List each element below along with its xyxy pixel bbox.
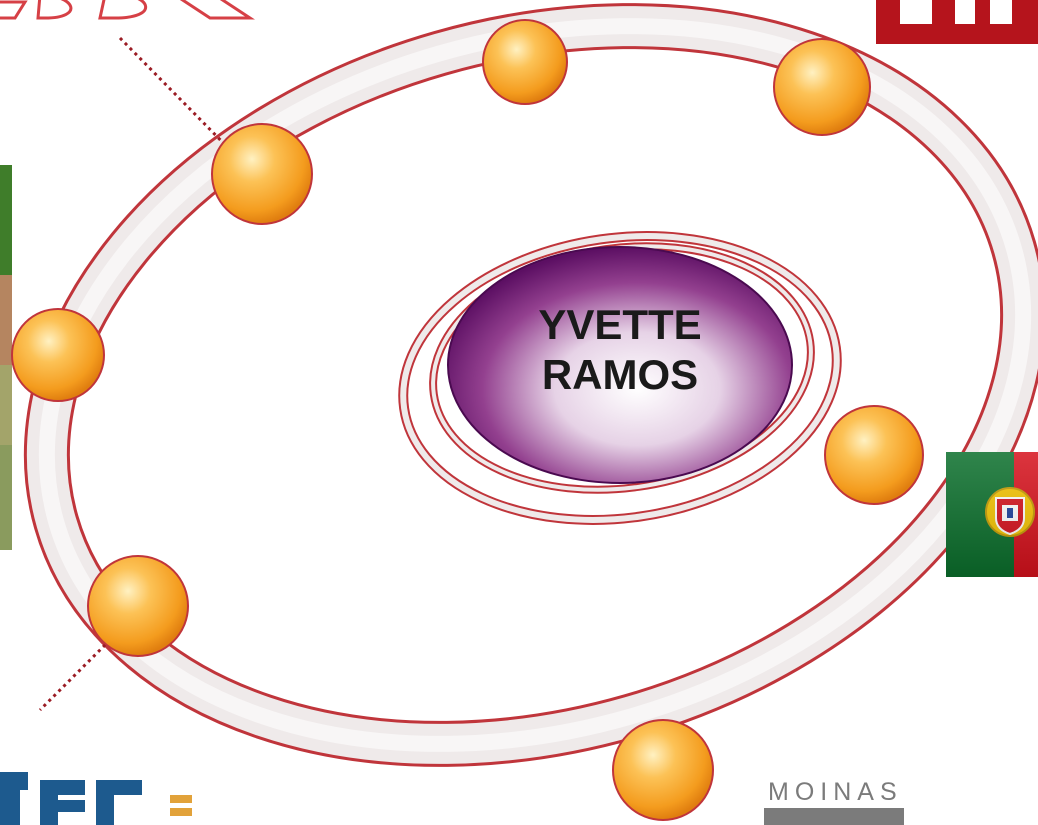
top-left-logo: [0, 0, 250, 18]
bottom-left-logo: [0, 772, 192, 825]
left-photo: [0, 165, 12, 550]
orbit-node: [613, 720, 713, 820]
orbit-node: [825, 406, 923, 504]
center-node: [448, 247, 792, 483]
orbit-node: [12, 309, 104, 401]
portugal-flag-icon: [946, 452, 1038, 577]
orbit-node: [774, 39, 870, 135]
orbit-node: [88, 556, 188, 656]
moinas-logo-bar: [764, 808, 904, 825]
orbit-node: [212, 124, 312, 224]
top-right-logo: [876, 0, 1038, 44]
orbit-node: [483, 20, 567, 104]
